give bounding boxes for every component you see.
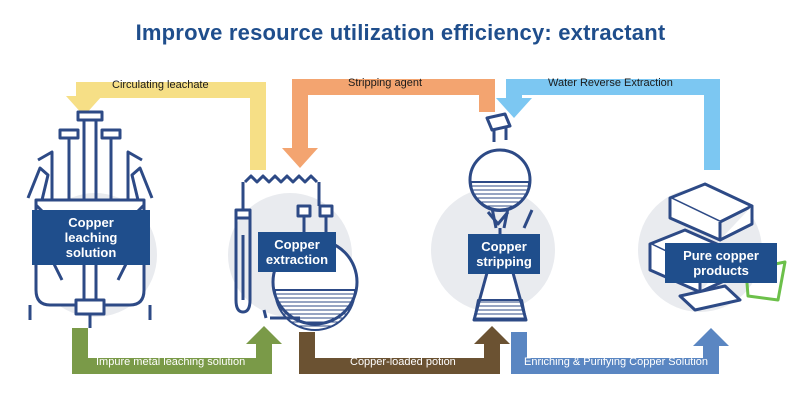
stage-label-leaching: Copper leaching solution [32,210,150,265]
stage-label-extraction: Copper extraction [258,232,336,272]
stripping-agent-label: Stripping agent [348,77,422,89]
stage-label-pure-copper: Pure copper products [665,243,777,283]
enriching-purifying-arrow [511,328,729,374]
stage-label-line: leaching solution [64,230,118,260]
circulating-leachate-label: Circulating leachate [112,79,209,91]
enriching-purifying-label: Enriching & Purifying Copper Solution [524,356,709,368]
stripping-agent-arrow [282,79,495,168]
stage-label-line: products [693,263,749,278]
copper-loaded-potion-arrow [299,326,510,374]
stage-label-line: Copper [481,239,527,254]
impure-metal-leaching-label: Impure metal leaching solution [96,356,246,368]
circulating-leachate-arrow [66,82,266,170]
separatory-flask-icon [468,112,534,322]
stage-label-line: stripping [476,254,532,269]
water-reverse-extraction-arrow [496,79,720,170]
stage-label-stripping: Copper stripping [468,234,540,274]
impure-metal-leaching-arrow [72,326,282,374]
stage-label-line: Copper [68,215,114,230]
extraction-apparatus-icon [234,174,359,331]
stage-label-line: Copper [274,237,320,252]
page-title: Improve resource utilization efficiency:… [135,20,666,45]
stage-label-line: extraction [265,252,329,267]
copper-loaded-potion-label: Copper-loaded potion [350,356,456,368]
water-reverse-extraction-label: Water Reverse Extraction [548,77,673,89]
stage-label-line: Pure copper [683,248,759,263]
